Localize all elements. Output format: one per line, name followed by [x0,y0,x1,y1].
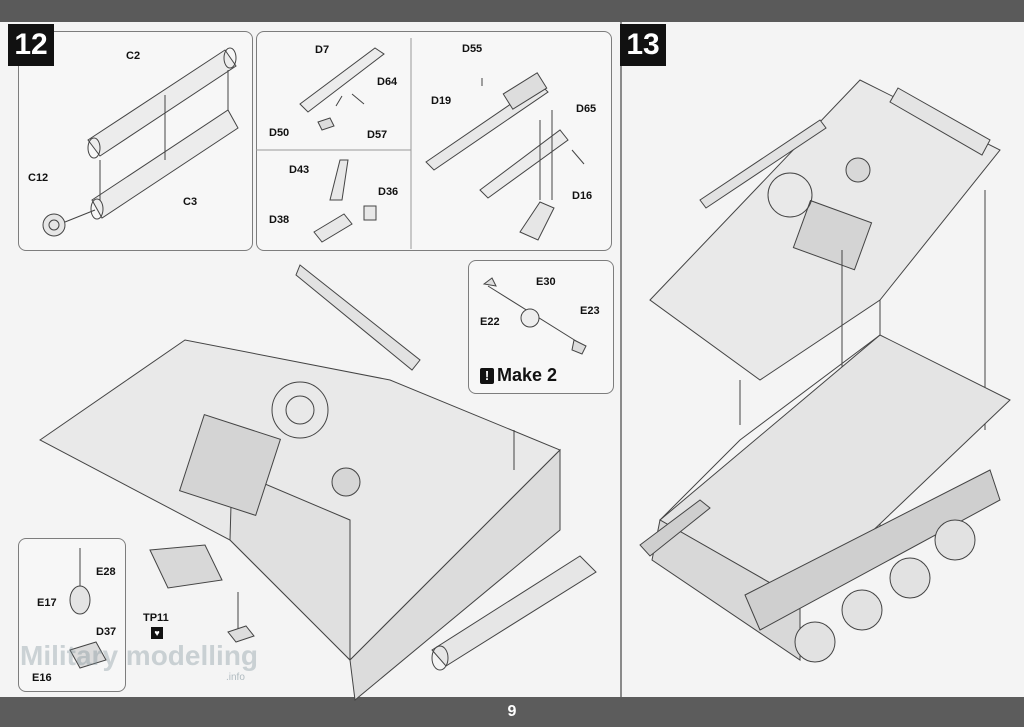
part-label-d7: D7 [315,44,330,56]
part-label-e28: E28 [96,566,116,578]
part-label-e16: E16 [32,672,52,684]
part-label-d57: D57 [367,129,388,141]
page-divider [620,22,622,697]
make-quantity-text: Make 2 [497,365,558,385]
watermark-sub: .info [226,672,245,683]
part-label-c3: C3 [183,196,198,208]
part-label-e30: E30 [536,276,556,288]
part-label-d36: D36 [378,186,399,198]
part-label-d16: D16 [572,190,593,202]
part-label-d55: D55 [462,43,483,55]
part-label-d19: D19 [431,95,452,107]
step-12-number: 12 [8,24,54,66]
top-band [0,0,1024,22]
part-label-e17: E17 [37,597,57,609]
part-label-c2: C2 [126,50,141,62]
bottom-band [0,697,1024,727]
part-label-d65: D65 [576,103,597,115]
part-label-d38: D38 [269,214,290,226]
make-quantity-note: ! Make 2 [480,365,557,386]
part-label-d50: D50 [269,127,290,139]
watermark: Military modelling [20,640,259,671]
page-number: 9 [507,703,517,720]
part-label-d37: D37 [96,626,117,638]
glue-icon: ♥ [151,627,163,639]
exclamation-icon: ! [480,367,494,384]
part-label-d43: D43 [289,164,310,176]
part-label-d64: D64 [377,76,398,88]
part-label-tp11: TP11 [143,612,169,624]
part-label-e22: E22 [480,316,500,328]
step12-subpanel-antenna [18,538,126,692]
step-13-number: 13 [620,24,666,66]
part-label-e23: E23 [580,305,600,317]
part-label-c12: C12 [28,172,49,184]
